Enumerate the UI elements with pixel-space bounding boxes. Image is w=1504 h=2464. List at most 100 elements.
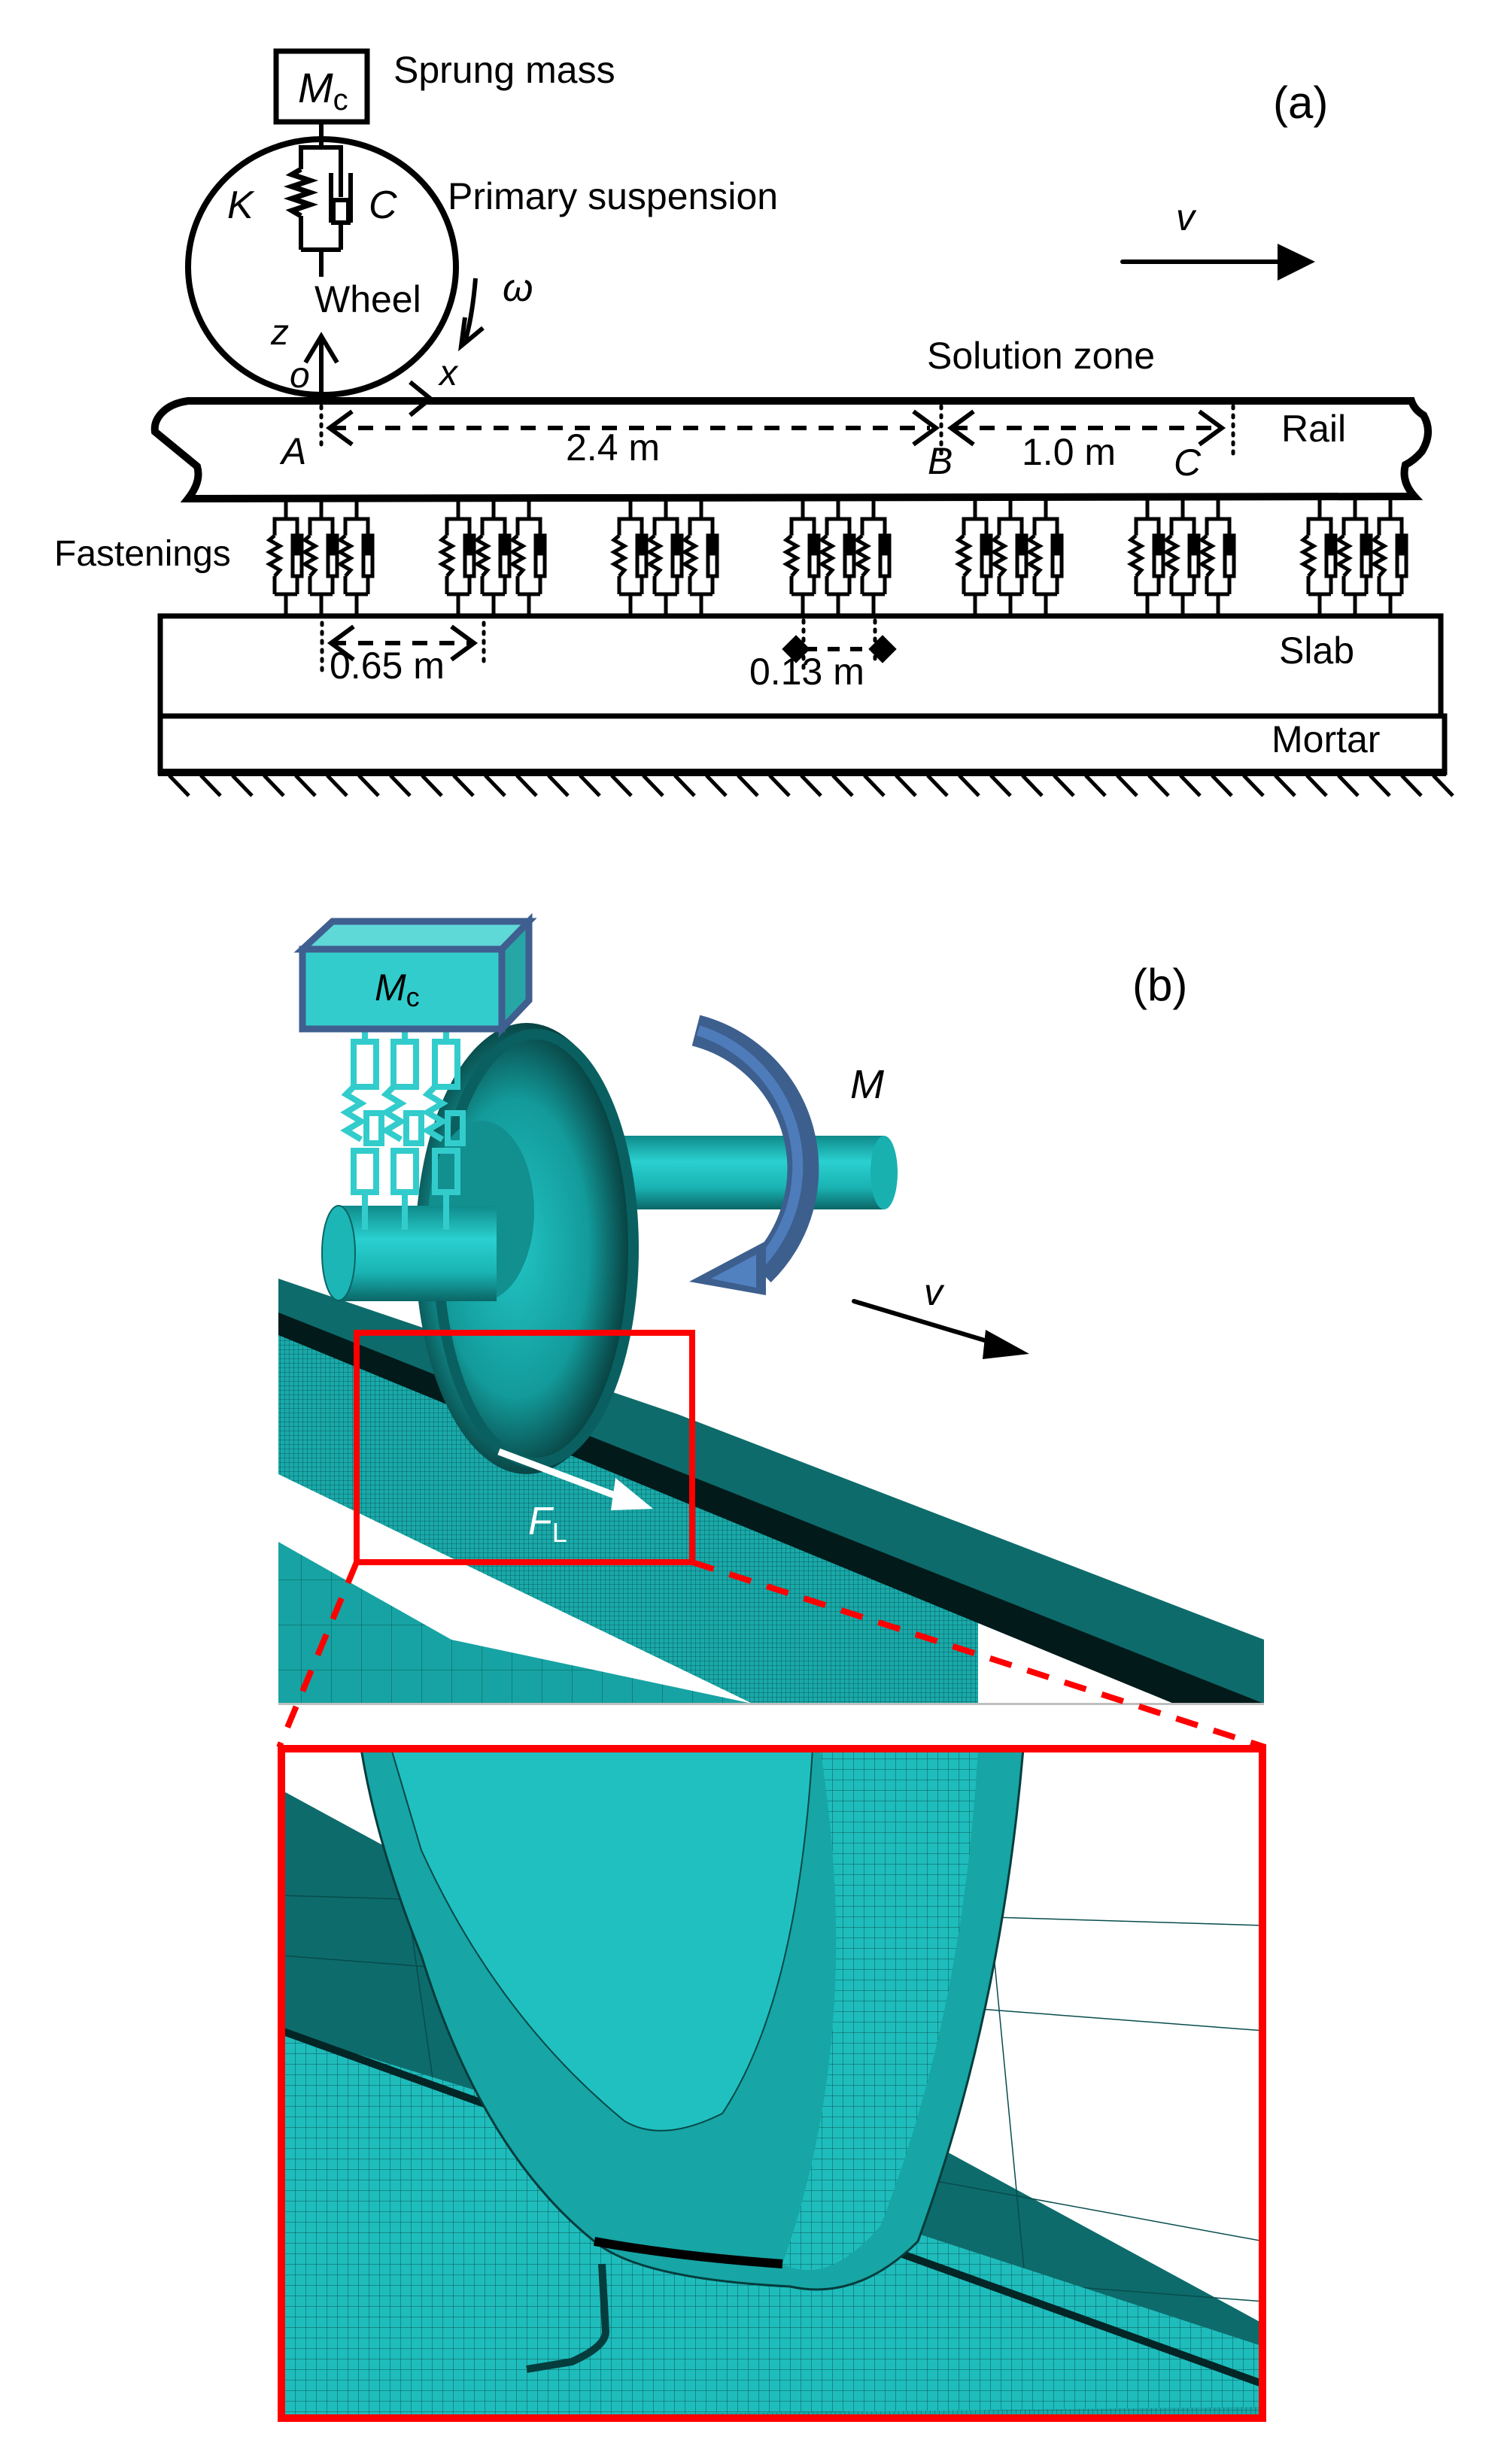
dimension-ab (319, 404, 1235, 457)
zoom-connector-left (276, 1561, 360, 1749)
suspension-element-3d (421, 1030, 466, 1230)
fastener (508, 499, 547, 616)
hatch-line (421, 774, 443, 797)
hatch-line (326, 774, 348, 797)
fastener (989, 499, 1028, 616)
fastener (782, 499, 821, 616)
axle-left-end (321, 1205, 356, 1301)
fastener-pitch-label: 0.13 m (749, 651, 864, 693)
hatch-line (610, 774, 633, 797)
dimension-fastening-spacing (320, 621, 486, 679)
velocity-arrowhead (1278, 244, 1315, 281)
hatch-line (895, 774, 917, 797)
fastener (437, 499, 476, 616)
ground-hatch (168, 774, 1454, 797)
fastener (954, 499, 993, 616)
mass-label: Mc (375, 966, 420, 1012)
sprung-mass-3d: Mc (293, 912, 537, 1038)
hatch-line (263, 774, 285, 797)
hatch-line (1337, 774, 1360, 797)
origin-label: o (290, 356, 310, 396)
primary-suspension-element (283, 145, 353, 277)
fastener (1334, 499, 1373, 616)
fastener (1197, 499, 1236, 616)
sprung-mass-label: Sprung mass (393, 49, 615, 91)
velocity-arrowhead-b (983, 1330, 1029, 1359)
hatch-line (1211, 774, 1233, 797)
primary-suspension-label: Primary suspension (448, 175, 778, 217)
panel-a-schematic: (a) Mc Sprung mass K C Primary suspensio… (54, 48, 1454, 797)
hatch-line (642, 774, 664, 797)
fastener (817, 499, 856, 616)
point-c-label: C (1174, 442, 1202, 484)
rail-body (150, 397, 1432, 503)
hatch-line (547, 774, 570, 797)
fastener (300, 499, 339, 616)
rail-label: Rail (1281, 408, 1346, 450)
fastener (336, 499, 375, 616)
angular-velocity-arrow (463, 278, 478, 343)
hatch-line (958, 774, 980, 797)
detail-wheel-contact (593, 2237, 783, 2268)
hatch-line (863, 774, 886, 797)
hatch-line (737, 774, 759, 797)
longitudinal-force-arrowhead (611, 1478, 653, 1510)
hatch-line (1400, 774, 1423, 797)
suspension-element-3d (340, 1030, 384, 1230)
fastener (645, 499, 684, 616)
hatch-line (1179, 774, 1202, 797)
axle-right-end (870, 1136, 898, 1209)
damping-label: C (369, 184, 397, 227)
hatch-line (926, 774, 949, 797)
hatch-line (294, 774, 317, 797)
hatch-line (800, 774, 822, 797)
angular-velocity-label: ω (503, 266, 533, 310)
hatch-line (1147, 774, 1170, 797)
fastener (1369, 499, 1408, 616)
mass-top-face (293, 918, 537, 953)
distance-ab-label: 2.4 m (566, 426, 660, 469)
hatch-line (1274, 774, 1296, 797)
fastenings-label: Fastenings (54, 534, 231, 574)
mass-front-face (299, 945, 506, 1033)
point-a-label: A (279, 430, 306, 472)
detail-rail-profile-line (526, 2263, 610, 2373)
hatch-line (168, 774, 190, 797)
fastener (852, 499, 892, 616)
fastener (1162, 499, 1201, 616)
zoom-highlight-box (354, 1330, 695, 1565)
hatch-line (705, 774, 728, 797)
hatch-line (1084, 774, 1107, 797)
hatch-line (357, 774, 380, 797)
hatch-line (1432, 774, 1454, 797)
point-b-label: B (928, 440, 953, 482)
hatch-line (1305, 774, 1328, 797)
wheel-label: Wheel (314, 278, 421, 320)
hatch-line (484, 774, 506, 797)
hatch-line (1242, 774, 1265, 797)
longitudinal-force-label: FL (528, 1500, 567, 1548)
hatch-line (452, 774, 475, 797)
dimension-fastener-pitch (782, 618, 897, 672)
panel-a-tag: (a) (1273, 77, 1328, 128)
x-axis-label: x (438, 354, 459, 393)
track-slab-side (278, 1542, 752, 1704)
distance-bc-label: 1.0 m (1022, 431, 1116, 473)
z-axis-arrowhead (303, 332, 339, 364)
fastenings-group (265, 499, 1408, 616)
z-axis-label: z (270, 313, 289, 353)
hatch-line (389, 774, 412, 797)
fastener (265, 499, 304, 616)
hatch-line (673, 774, 696, 797)
hatch-line (579, 774, 601, 797)
detail-wheel-tread (782, 1752, 978, 2271)
mortar-body (157, 713, 1448, 775)
fastener (609, 499, 649, 616)
hatch-line (1021, 774, 1044, 797)
hatch-line (989, 774, 1012, 797)
zoomed-detail-frame (278, 1745, 1266, 2422)
zoomed-detail-view (278, 1745, 1266, 2422)
fastener (1025, 499, 1064, 616)
panel-b-tag: (b) (1132, 960, 1187, 1010)
fastener (680, 499, 719, 616)
